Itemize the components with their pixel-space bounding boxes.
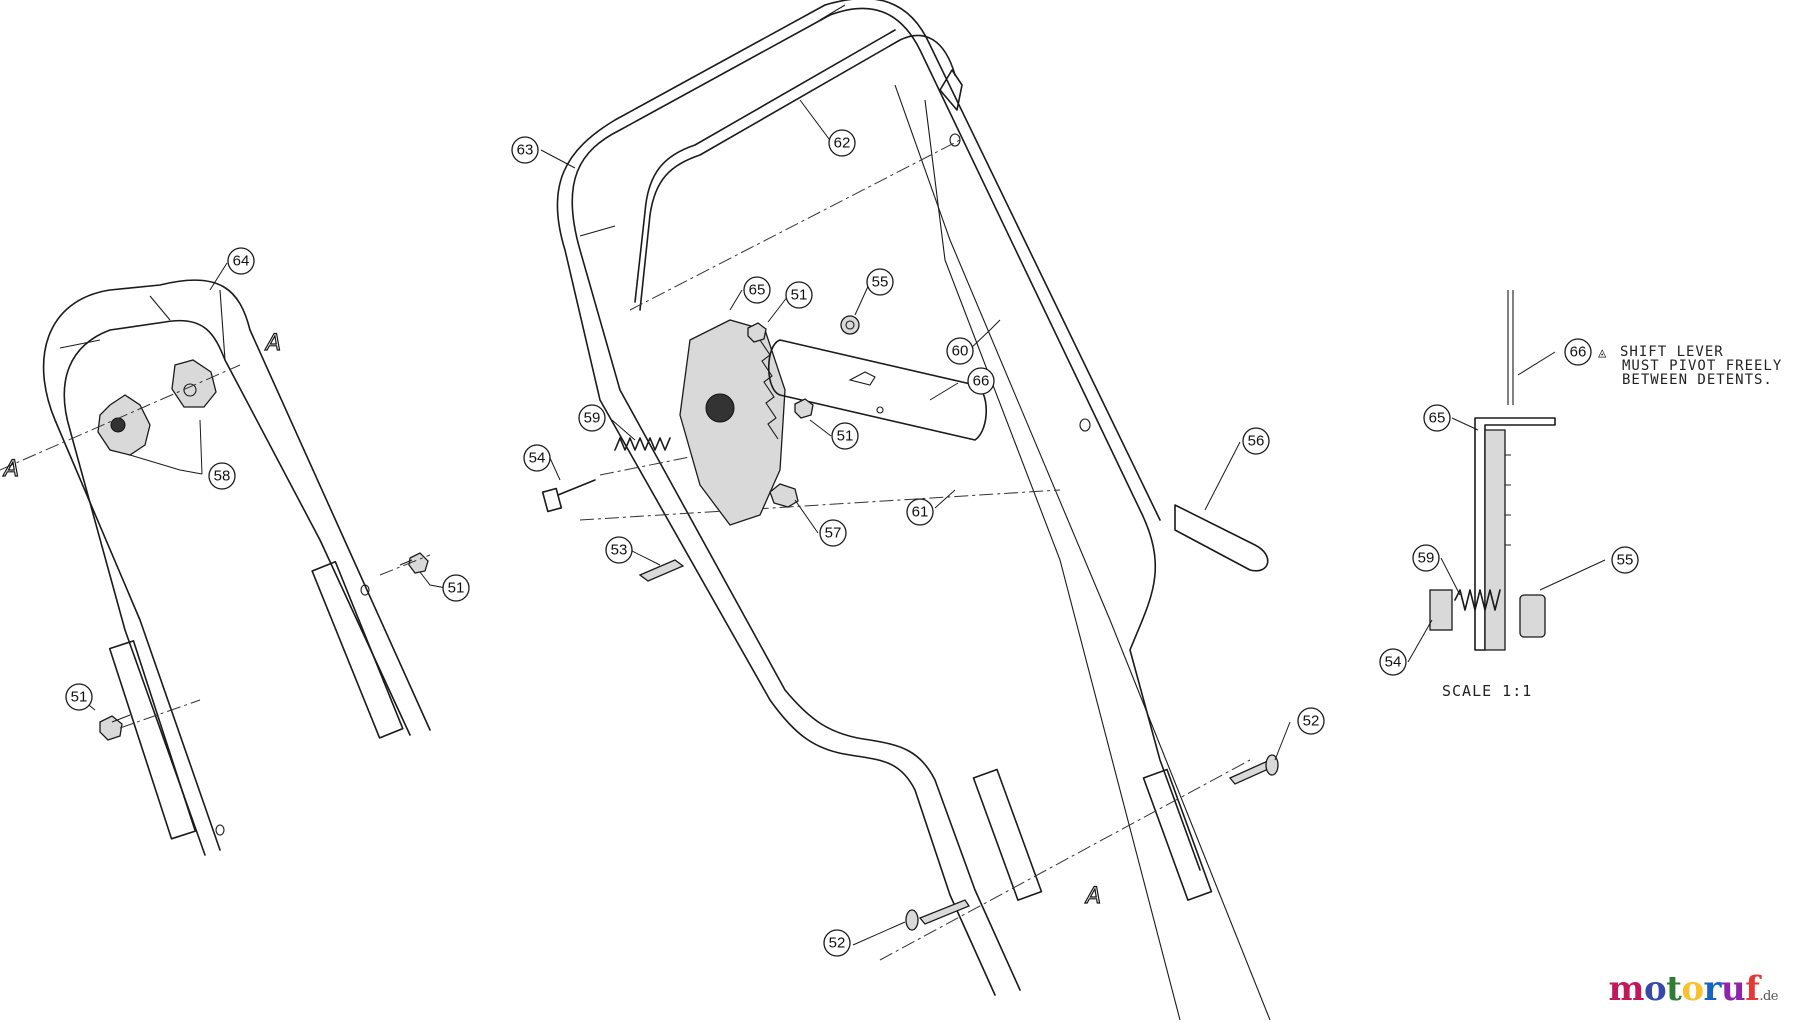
- svg-text:54: 54: [1385, 654, 1402, 671]
- detail-view: [1429, 290, 1556, 651]
- svg-text:66: 66: [973, 373, 990, 390]
- watermark-logo: motoruf.de: [1608, 969, 1778, 1009]
- note-symbol: ◬: [1598, 345, 1607, 361]
- callout-63: 63: [511, 136, 539, 164]
- svg-text:62: 62: [834, 135, 851, 152]
- svg-text:58: 58: [214, 468, 231, 485]
- svg-text:61: 61: [912, 504, 929, 521]
- callout-55: 55: [866, 268, 894, 296]
- callout-51: 51: [65, 683, 93, 711]
- watermark-letter: f: [1745, 969, 1760, 1009]
- svg-text:52: 52: [829, 935, 846, 952]
- callout-55: 55: [1611, 546, 1639, 574]
- view-marker-a: A: [1084, 884, 1101, 909]
- view-marker-a: A: [264, 331, 281, 356]
- svg-text:51: 51: [791, 287, 808, 304]
- callout-64: 64: [227, 247, 255, 275]
- control-bail-62: [634, 29, 956, 311]
- callout-57: 57: [819, 519, 847, 547]
- svg-text:53: 53: [611, 542, 628, 559]
- pin-53: [638, 559, 685, 582]
- callout-59: 59: [578, 404, 606, 432]
- callout-66: 66: [1564, 338, 1592, 366]
- bolt-51: [747, 322, 767, 343]
- callout-52: 52: [1297, 707, 1325, 735]
- grip-56: [1174, 504, 1269, 572]
- svg-text:59: 59: [584, 410, 601, 427]
- watermark-letter: o: [1681, 969, 1704, 1009]
- watermark-letter: r: [1703, 969, 1722, 1009]
- upper-handle-64: [42, 279, 431, 856]
- spring-59: [614, 437, 671, 451]
- callout-59: 59: [1412, 544, 1440, 572]
- clip-57: [769, 483, 799, 508]
- watermark-letter: o: [1643, 969, 1667, 1009]
- bolt-51: [794, 398, 814, 419]
- callout-56: 56: [1242, 427, 1270, 455]
- svg-text:51: 51: [837, 428, 854, 445]
- nut-55: [840, 315, 860, 335]
- svg-text:64: 64: [233, 253, 250, 270]
- watermark-letter: t: [1666, 969, 1682, 1009]
- svg-text:56: 56: [1248, 433, 1265, 450]
- callout-62: 62: [828, 129, 856, 157]
- bolt-51-left: [99, 552, 429, 741]
- knob-58: [97, 359, 217, 456]
- svg-text:55: 55: [872, 274, 889, 291]
- callout-51: 51: [831, 422, 859, 450]
- callout-51: 51: [785, 281, 813, 309]
- scale-label: SCALE 1:1: [1442, 682, 1532, 700]
- bolt-54: [541, 479, 596, 513]
- leader-lines: [79, 99, 1606, 946]
- callout-65: 65: [1423, 404, 1451, 432]
- callout-66: 66: [967, 367, 995, 395]
- watermark-text: motoruf: [1608, 969, 1759, 1009]
- svg-text:66: 66: [1570, 344, 1587, 361]
- svg-text:59: 59: [1418, 550, 1435, 567]
- watermark-letter: u: [1720, 969, 1746, 1009]
- watermark-letter: m: [1608, 969, 1644, 1009]
- svg-text:51: 51: [71, 689, 88, 706]
- view-marker-a: A: [2, 457, 19, 482]
- callout-58: 58: [208, 462, 236, 490]
- watermark-suffix: .de: [1759, 989, 1778, 1004]
- note-line-1: SHIFT LEVER: [1620, 344, 1724, 360]
- callout-51: 51: [442, 574, 470, 602]
- callout-52: 52: [823, 929, 851, 957]
- shift-bracket-65: [679, 319, 786, 526]
- svg-text:57: 57: [825, 525, 842, 542]
- cable-60: [894, 84, 1271, 1021]
- svg-text:52: 52: [1303, 713, 1320, 730]
- svg-text:63: 63: [517, 142, 534, 159]
- callout-54: 54: [1379, 648, 1407, 676]
- callout-61: 61: [906, 498, 934, 526]
- svg-text:51: 51: [448, 580, 465, 597]
- callout-54: 54: [523, 444, 551, 472]
- callout-53: 53: [605, 536, 633, 564]
- svg-text:65: 65: [749, 282, 766, 299]
- note-line-3: BETWEEN DETENTS.: [1622, 372, 1773, 388]
- callout-65: 65: [743, 276, 771, 304]
- svg-text:54: 54: [529, 450, 546, 467]
- svg-text:60: 60: [952, 343, 969, 360]
- svg-text:65: 65: [1429, 410, 1446, 427]
- lower-handle-63: [556, 0, 1213, 996]
- svg-text:55: 55: [1617, 552, 1634, 569]
- callout-60: 60: [946, 337, 974, 365]
- cable-61: [924, 99, 1181, 1021]
- note-line-2: MUST PIVOT FREELY: [1622, 358, 1782, 374]
